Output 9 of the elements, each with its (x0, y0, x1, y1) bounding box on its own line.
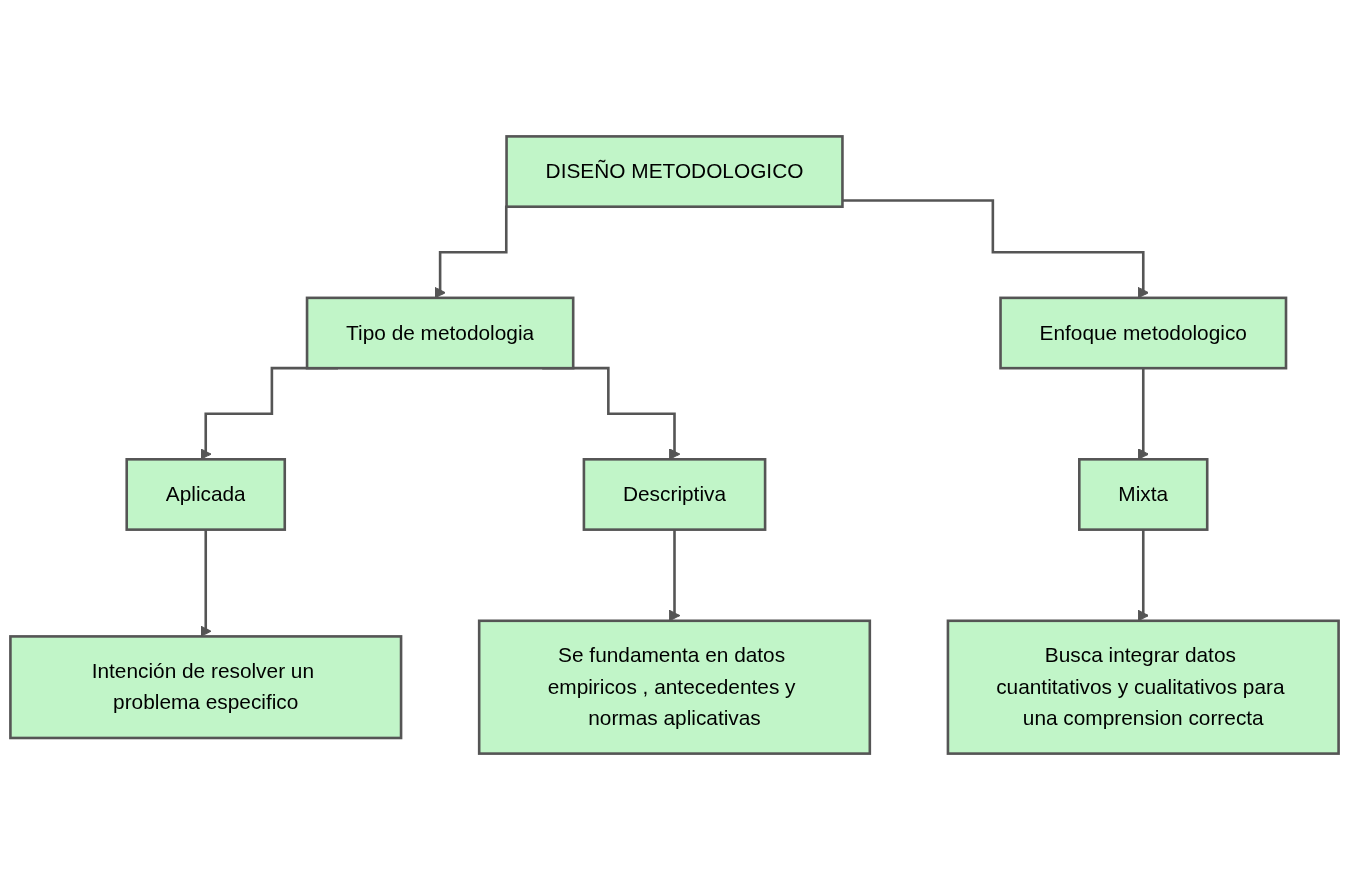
node-box: Aplicada (125, 458, 287, 531)
node-box: Descriptiva (582, 458, 767, 531)
node-box: Busca integrar datos cuantitativos y cualitativos para una comprension correcta (946, 619, 1340, 755)
node-box: Intención de resolver un problema especifico (9, 635, 403, 740)
node-box: Enfoque metodologico (999, 296, 1288, 370)
node-box: Mixta (1078, 458, 1209, 531)
node-box: Tipo de metodologia (305, 296, 575, 370)
node-box: Se fundamenta en datos empiricos , antecedentes y normas aplicativas (477, 619, 872, 755)
node-box: DISEÑO METODOLOGICO (505, 135, 844, 208)
